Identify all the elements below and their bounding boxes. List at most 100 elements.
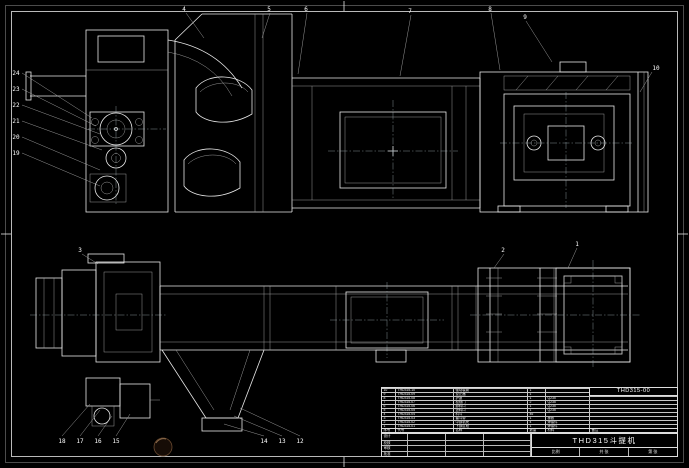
sign-label: 设计 (382, 434, 408, 440)
bom-row: 5 THD315-05 进料口 1 Q235 (382, 408, 677, 412)
callout-leaders-top (21, 12, 653, 187)
bom-cell-no: 10 (382, 389, 396, 392)
sign-blank (484, 440, 531, 445)
balloon-label: 15 (112, 438, 120, 445)
sign-row: 校核 (382, 439, 531, 445)
bom-cell-code: THD315-02 (396, 421, 454, 424)
bom-cell-name: 进料口 (454, 409, 528, 412)
head-section (25, 29, 169, 213)
balloon-label: 12 (296, 438, 304, 445)
sign-row: 审核 (382, 445, 531, 451)
product-name: THD315斗提机 (532, 434, 677, 448)
sign-blank (484, 434, 531, 440)
bom-cell-qty: 1 (528, 405, 546, 408)
balloon-label: 3 (78, 247, 82, 254)
bom-row: 2 THD315-02 中部机壳 4 焊接件 (382, 420, 677, 424)
title-block-right: THD315斗提机 比例 共 张 第 张 (532, 434, 677, 456)
title-block-signatures: 设计 校核 审核 批准 (382, 434, 532, 456)
sheet-number-label: 第 张 (648, 449, 658, 454)
bom-cell-name: 中部机壳 (454, 421, 528, 424)
balloon-label: 7 (408, 8, 412, 15)
bom-cell-mat: Q235 (546, 397, 590, 400)
bom-row: 1 THD315-01 下部区段 1 焊接件 (382, 424, 677, 428)
sign-row: 设计 (382, 434, 531, 440)
bom-cell-code: THD315-09 (396, 393, 454, 396)
boot-section-plan (30, 253, 166, 363)
bucket-upper (195, 76, 253, 123)
bom-cell-no: 8 (382, 397, 396, 400)
bom-header-qty: 数量 (528, 429, 546, 432)
sign-blank (484, 446, 531, 451)
bom-cell-no: 1 (382, 425, 396, 428)
sign-label: 批准 (382, 451, 408, 456)
total-sheets-label: 共 张 (580, 448, 629, 456)
bom-cell-qty: 46 (528, 413, 546, 416)
balloon-label: 4 (182, 6, 186, 13)
bom-cell-name: 卸料口 (454, 405, 528, 408)
bom-cell-no: 5 (382, 409, 396, 412)
balloon-label: 22 (12, 102, 20, 109)
bom-cell-code: THD315-07 (396, 401, 454, 404)
balloon-label: 21 (12, 118, 20, 125)
bom-row: 6 THD315-06 卸料口 1 Q235 (382, 404, 677, 408)
bom-cell-name: 畚斗带 (454, 417, 528, 420)
bom-header-row: 序号 代号 名称 数量 材料 备注 (382, 428, 677, 432)
drive-section (479, 61, 649, 213)
balloon-label: 9 (523, 14, 527, 21)
bom-cell-no: 4 (382, 413, 396, 416)
bom-cell-mat: Q235 (546, 405, 590, 408)
bom-row: 3 THD315-03 畚斗带 1 橡胶 (382, 416, 677, 420)
balloon-label: 14 (260, 438, 268, 445)
middle-casing (292, 77, 481, 209)
bom-cell-no: 9 (382, 393, 396, 396)
sign-blank (408, 451, 446, 456)
balloon-label: 17 (76, 438, 84, 445)
bom-cell-no: 3 (382, 417, 396, 420)
bom-cell-no: 6 (382, 405, 396, 408)
conveyor-body-plan (159, 282, 628, 363)
bom-cell-mat: Q235 (546, 401, 590, 404)
logo-stamp (153, 437, 173, 457)
bom-row: 4 THD315-04 料斗 46 (382, 412, 677, 416)
bom-header-mat: 材料 (546, 429, 590, 432)
outlet-spout (375, 349, 407, 363)
bom-cell-note (590, 425, 677, 428)
bom-cell-code: THD315-08 (396, 397, 454, 400)
balloon-label: 24 (12, 70, 20, 77)
balloon-label: 23 (12, 86, 20, 93)
bom-header-code: 代号 (396, 429, 454, 432)
bom-cell-name: 逆止器 (454, 393, 528, 396)
bom-cell-mat: 焊接件 (546, 425, 590, 428)
sign-blank (446, 440, 484, 445)
bom-cell-name: 护罩 (454, 397, 528, 400)
drive-station-plan (470, 260, 640, 368)
drawing-number: THD315-00 (589, 387, 678, 396)
bom-cell-code: THD315-04 (396, 413, 454, 416)
sign-label: 审核 (382, 446, 408, 451)
bom-cell-qty: 1 (528, 425, 546, 428)
sign-blank (446, 446, 484, 451)
bom-cell-no: 2 (382, 421, 396, 424)
bom-row: 7 THD315-07 检视门 2 Q235 (382, 400, 677, 404)
plan-view (30, 247, 640, 437)
bom-cell-mat: 焊接件 (546, 421, 590, 424)
bom-cell-mat (546, 413, 590, 416)
bom-cell-qty: 1 (528, 397, 546, 400)
sign-label: 校核 (382, 440, 408, 445)
balloon-label: 18 (58, 438, 66, 445)
title-block: 设计 校核 审核 批准 THD315斗提机 比例 共 张 第 (381, 433, 678, 457)
bom-cell-mat: 橡胶 (546, 417, 590, 420)
title-block-bottom-row: 比例 共 张 第 张 (532, 448, 677, 456)
balloon-label: 5 (267, 6, 271, 13)
bom-row: 8 THD315-08 护罩 1 Q235 (382, 396, 677, 400)
sign-blank (446, 451, 484, 456)
sign-blank (408, 440, 446, 445)
bom-cell-qty: 1 (528, 393, 546, 396)
balloon-label: 16 (94, 438, 102, 445)
bom-cell-no: 7 (382, 401, 396, 404)
sign-blank (484, 451, 531, 456)
bom-cell-name: 下部区段 (454, 425, 528, 428)
bom-cell-code: THD315-01 (396, 425, 454, 428)
sign-blank (446, 434, 484, 440)
